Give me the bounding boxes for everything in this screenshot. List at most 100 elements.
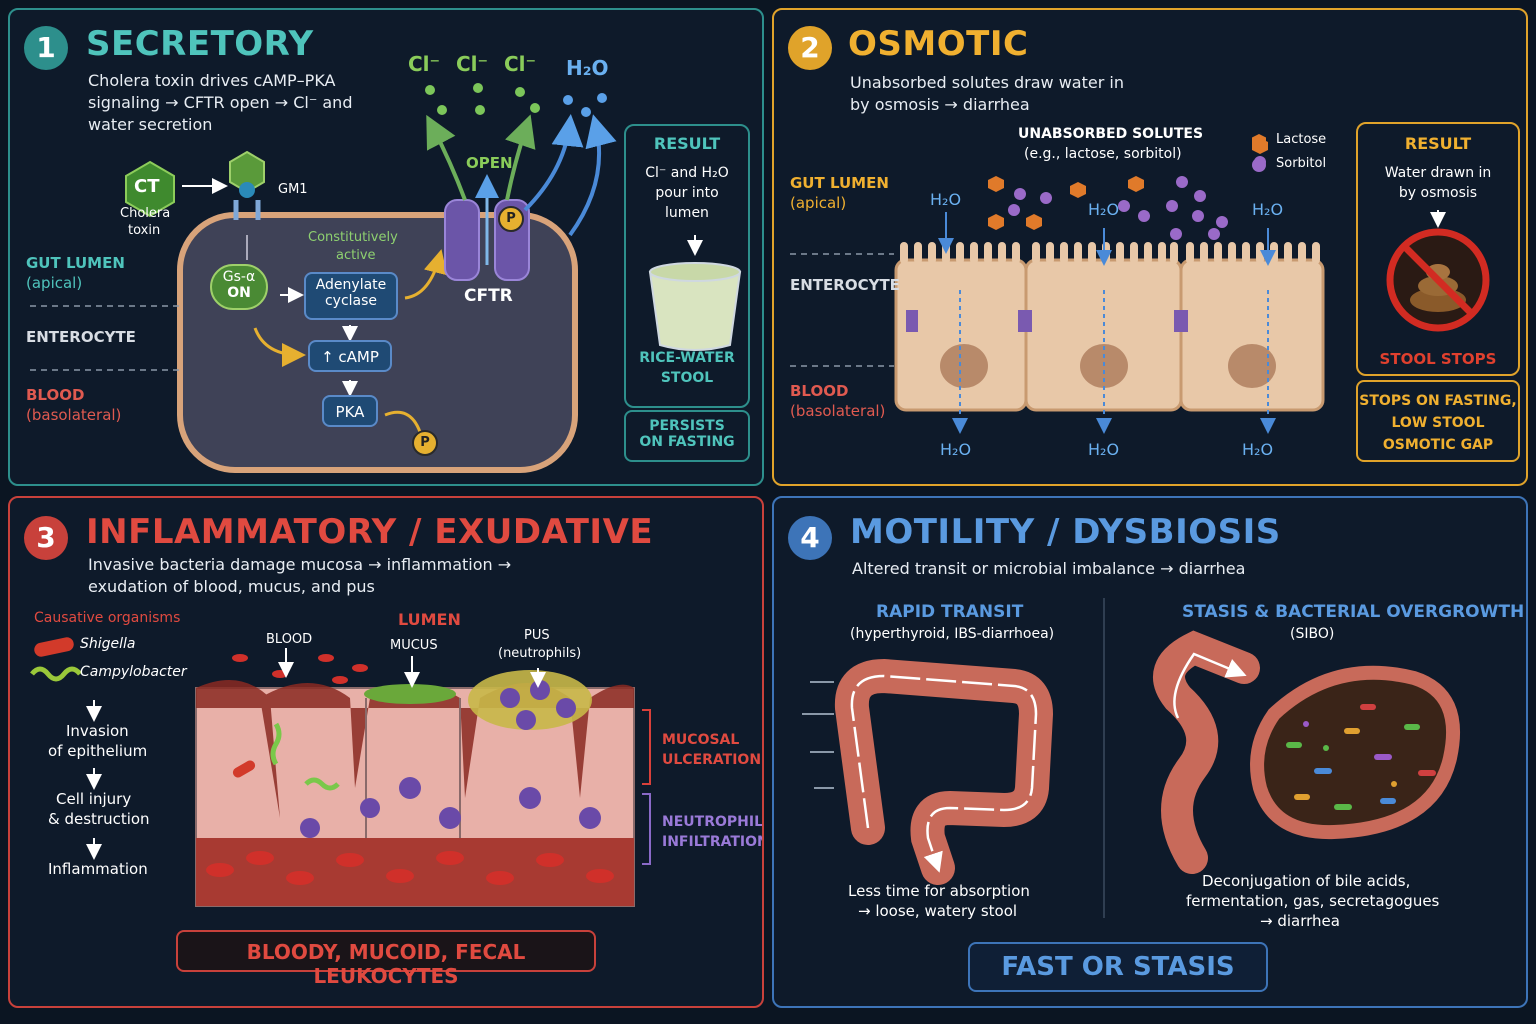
organism-shigella: Shigella	[80, 636, 136, 652]
ulceration-line2: ULCERATION	[662, 752, 762, 768]
panel-title: SECRETORY	[86, 24, 314, 64]
water-label: H₂O	[1088, 200, 1120, 219]
panel-number: 3	[24, 516, 68, 560]
water-label: H₂O	[1242, 440, 1274, 459]
panel-subtitle-line3: water secretion	[88, 115, 213, 134]
submucosa-vessels	[196, 838, 634, 906]
motility-illustration	[802, 598, 1460, 918]
cftr-label: CFTR	[464, 286, 513, 306]
result-text-line1: Water drawn in	[1384, 165, 1492, 181]
gut-lumen-label: GUT LUMEN	[26, 254, 125, 272]
stops-line1: STOPS ON FASTING,	[1359, 393, 1517, 409]
result-box: RESULT Cl⁻ and H₂O pour into lumen RICE-…	[624, 124, 750, 408]
gs-alpha-label: Gs-α	[222, 269, 256, 285]
pus-sublabel: (neutrophils)	[498, 646, 582, 661]
step-invasion-line2: of epithelium	[48, 742, 148, 760]
sorbitol-legend-label: Sorbitol	[1276, 156, 1327, 171]
gs-alpha-node: Gs-α ON	[210, 264, 268, 310]
gm1-receptor	[233, 200, 261, 220]
result-stool-line1: RICE-WATER	[639, 350, 735, 366]
summary-box: BLOODY, MUCOID, FECAL LEUKOCYTES	[176, 930, 596, 988]
sorbitol-legend-icon	[1252, 158, 1266, 172]
rapid-transit-subtitle: (hyperthyroid, IBS-diarrhoea)	[850, 626, 1055, 642]
enterocyte-row	[894, 242, 1325, 412]
result-title: RESULT	[1404, 134, 1472, 153]
result-box: RESULT Water drawn in by osmosis STOOL S…	[1356, 122, 1520, 376]
water-label: H₂O	[1252, 200, 1284, 219]
result-text-line3: lumen	[665, 205, 709, 221]
step-injury-line1: Cell injury	[56, 790, 132, 808]
persists-line1: PERSISTS	[649, 418, 725, 434]
campylobacter-bacterium	[30, 666, 82, 682]
result-text-line1: Cl⁻ and H₂O	[645, 165, 729, 181]
water-label: H₂O	[566, 56, 609, 80]
gs-alpha-state: ON	[227, 285, 251, 301]
stops-line2: LOW STOOL	[1391, 415, 1485, 431]
rapid-transit-title: RAPID TRANSIT	[876, 602, 1024, 622]
panel-subtitle-line2: by osmosis → diarrhea	[850, 95, 1030, 114]
ulceration-line1: MUCOSAL	[662, 732, 740, 748]
lumen-label: LUMEN	[398, 610, 461, 629]
rapid-caption-line1: Less time for absorption	[848, 882, 1030, 900]
ct-caption-line1: Cholera	[120, 206, 171, 221]
panel-subtitle-line1: Cholera toxin drives cAMP–PKA	[88, 71, 336, 90]
stasis-title: STASIS & BACTERIAL OVERGROWTH	[1182, 602, 1525, 622]
summary-label: BLOODY, MUCOID, FECAL LEUKOCYTES	[246, 940, 526, 988]
panel-inflammatory: 3 INFLAMMATORY / EXUDATIVE Invasive bact…	[8, 496, 764, 1008]
step-invasion-line1: Invasion	[66, 722, 129, 740]
organisms-title: Causative organisms	[34, 610, 181, 626]
stool-stops-label: STOOL STOPS	[1379, 350, 1497, 368]
sorbitol-molecules	[1008, 156, 1266, 240]
result-title: RESULT	[653, 134, 721, 153]
blood-sublabel: (basolateral)	[790, 402, 886, 420]
lactose-legend-icon	[1252, 134, 1266, 148]
solutes-title: UNABSORBED SOLUTES	[1018, 126, 1204, 142]
pus-label: PUS	[524, 628, 550, 643]
phosphate-badge: P	[412, 430, 438, 456]
panel-subtitle-line1: Invasive bacteria damage mucosa → inflam…	[88, 555, 512, 574]
water-label: H₂O	[1088, 440, 1120, 459]
adenylate-cyclase-node: Adenylate cyclase	[304, 272, 398, 320]
mucus-layer	[364, 684, 456, 704]
stasis-caption-line1: Deconjugation of bile acids,	[1202, 872, 1411, 890]
chloride-ion-label: Cl⁻	[504, 52, 537, 76]
adenylate-line1: Adenylate	[315, 277, 387, 293]
gut-lumen-sublabel: (apical)	[26, 274, 83, 292]
inflammatory-illustration	[30, 637, 651, 907]
blood-label: BLOOD	[26, 386, 85, 404]
step-injury-line2: & destruction	[48, 810, 150, 828]
constitutive-line1: Constitutively	[308, 230, 398, 245]
step-inflammation: Inflammation	[48, 860, 148, 878]
osmotic-illustration	[790, 138, 1490, 434]
panel-number: 2	[788, 26, 832, 70]
ct-caption-line2: toxin	[128, 223, 161, 238]
stasis-caption-line2: fermentation, gas, secretagogues	[1186, 892, 1440, 910]
constitutive-line2: active	[336, 248, 376, 263]
result-stool-line2: STOOL	[660, 370, 714, 386]
pka-node: PKA	[322, 395, 378, 427]
panel-subtitle-line1: Unabsorbed solutes draw water in	[850, 73, 1124, 92]
persists-line2: ON FASTING	[639, 434, 735, 450]
infiltration-line2: INFILTRATION	[662, 834, 764, 850]
summary-label: FAST OR STASIS	[1001, 952, 1235, 982]
camp-node: ↑ cAMP	[308, 340, 392, 372]
water-label: H₂O	[930, 190, 962, 209]
bacterial-overgrowth-pouch	[1250, 665, 1460, 840]
bacteria-cluster	[1286, 704, 1436, 810]
camp-label: ↑ cAMP	[321, 348, 379, 366]
chloride-ion-label: Cl⁻	[456, 52, 489, 76]
lactose-legend-label: Lactose	[1276, 132, 1327, 147]
gut-lumen-label: GUT LUMEN	[790, 174, 889, 192]
enterocyte-label: ENTEROCYTE	[26, 328, 136, 346]
rapid-caption-line2: → loose, watery stool	[858, 902, 1018, 920]
panel-motility: 4 MOTILITY / DYSBIOSIS Altered transit o…	[772, 496, 1528, 1008]
solutes-subtitle: (e.g., lactose, sorbitol)	[1024, 146, 1182, 162]
cholera-toxin-hexagon	[125, 160, 175, 218]
stops-box: STOPS ON FASTING, LOW STOOL OSMOTIC GAP	[1356, 380, 1520, 462]
result-text-line2: by osmosis	[1398, 185, 1478, 201]
gut-lumen-sublabel: (apical)	[790, 194, 847, 212]
panel-subtitle: Altered transit or microbial imbalance →…	[852, 559, 1246, 578]
infiltration-line1: NEUTROPHIL	[662, 814, 763, 830]
result-text-line2: pour into	[655, 185, 719, 201]
panel-subtitle-line2: exudation of blood, mucus, and pus	[88, 577, 375, 596]
